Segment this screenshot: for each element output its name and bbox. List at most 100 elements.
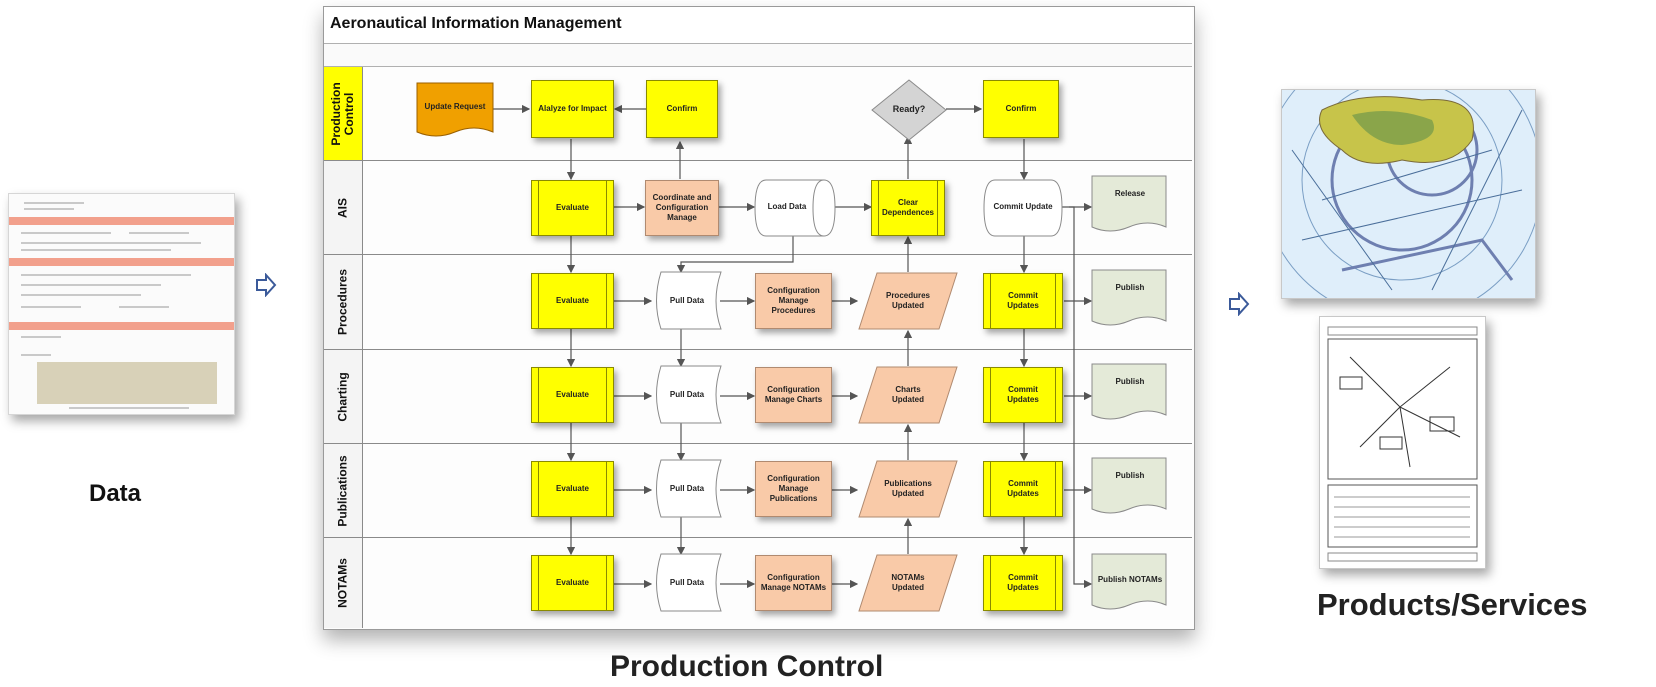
lane-notams: NOTAMs: [324, 538, 1192, 628]
swimlane-diagram: Aeronautical Information Management Prod…: [323, 6, 1195, 630]
update-request-label: Update Request: [424, 102, 486, 111]
node-label: Publications: [769, 494, 818, 503]
diagram-title-bar: Aeronautical Information Management: [324, 7, 1192, 44]
commit-update-storage: [983, 179, 1063, 237]
publish-label: Publish: [1115, 471, 1145, 480]
clear-dependences-node: Clear Dependences: [871, 180, 945, 236]
evaluate-label: Evaluate: [556, 296, 589, 305]
pull-data-label: Pull Data: [669, 296, 705, 305]
publish-document: [1091, 269, 1167, 326]
confirm-node: Confirm: [646, 80, 718, 138]
right-arrow-icon: [1229, 292, 1250, 316]
node-label: Procedures: [885, 291, 931, 300]
publish-notams-label: Publish NOTAMs: [1097, 575, 1163, 584]
analyze-for-impact-node: Alalyze for Impact: [531, 80, 614, 138]
node-label: Updated: [892, 583, 924, 592]
data-form-thumbnail: [8, 193, 235, 415]
node-label: Updates: [1007, 489, 1039, 498]
commit-updates-node: Commit Updates: [983, 555, 1063, 611]
updated-data-shape: [858, 366, 958, 424]
updated-data-shape: [858, 554, 958, 612]
evaluate-label: Evaluate: [556, 578, 589, 587]
publish-document: [1091, 457, 1167, 514]
node-label: Charts: [895, 385, 921, 394]
pull-data-label: Pull Data: [669, 578, 705, 587]
load-data-storage: [754, 179, 836, 237]
analyze-for-impact-label: Alalyze for Impact: [538, 104, 607, 113]
node-label: Manage NOTAMs: [760, 583, 827, 592]
diagram-subheader: [324, 44, 1192, 67]
node-label: Commit: [1008, 291, 1038, 300]
node-label: Updates: [1007, 395, 1039, 404]
aeronautical-map-image: [1281, 89, 1536, 299]
configuration-manage-node: Configuration Manage Procedures: [755, 273, 832, 329]
node-label: Configuration: [767, 385, 820, 394]
publish-notams-document: [1091, 553, 1167, 610]
evaluate-label: Evaluate: [556, 484, 589, 493]
evaluate-node: Evaluate: [531, 273, 614, 329]
configuration-manage-node: Configuration Manage Publications: [755, 461, 832, 517]
publish-document: [1091, 363, 1167, 420]
pull-data-storage: [656, 365, 722, 424]
production-control-label: Production Control: [610, 650, 884, 683]
lane-header: Production Control: [324, 67, 363, 160]
node-label: Updates: [1007, 301, 1039, 310]
configuration-manage-node: Configuration Manage NOTAMs: [755, 555, 832, 611]
evaluate-node: Evaluate: [531, 180, 614, 236]
node-label: Configuration: [767, 573, 820, 582]
node-label: Manage Charts: [764, 395, 823, 404]
node-label: Dependences: [881, 208, 935, 217]
confirm-node: Confirm: [983, 80, 1059, 138]
confirm-label: Confirm: [666, 104, 698, 113]
node-label: Manage Procedures: [771, 296, 816, 315]
confirm-label: Confirm: [1005, 104, 1037, 113]
right-arrow-icon: [256, 273, 277, 297]
node-label: Configuration: [655, 203, 709, 212]
lane-publications: Publications: [324, 444, 1192, 538]
publish-label: Publish: [1115, 377, 1145, 386]
node-label: Updated: [892, 301, 924, 310]
node-label: Commit: [1008, 385, 1038, 394]
commit-updates-node: Commit Updates: [983, 367, 1063, 423]
commit-updates-node: Commit Updates: [983, 461, 1063, 517]
ready-label: Ready?: [892, 104, 926, 114]
update-request-document: [416, 82, 494, 137]
evaluate-label: Evaluate: [556, 203, 589, 212]
configuration-manage-node: Configuration Manage Charts: [755, 367, 832, 423]
lane-header: AIS: [324, 161, 363, 254]
node-label: Updated: [892, 395, 924, 404]
node-label: Manage: [667, 213, 697, 222]
lane-header: NOTAMs: [324, 538, 363, 628]
node-label: Commit: [1008, 479, 1038, 488]
node-label: Updated: [892, 489, 924, 498]
approach-chart-image: [1319, 316, 1486, 569]
evaluate-node: Evaluate: [531, 555, 614, 611]
updated-data-shape: [858, 460, 958, 518]
release-document: [1091, 175, 1167, 232]
node-label: Configuration: [767, 474, 820, 483]
node-label: Clear: [897, 198, 918, 207]
commit-update-label: Commit Update: [993, 202, 1053, 211]
pull-data-storage: [656, 271, 722, 330]
lane-header: Publications: [324, 444, 363, 537]
node-label: Updates: [1007, 583, 1039, 592]
node-label: Publications: [884, 479, 932, 488]
diagram-title: Aeronautical Information Management: [330, 15, 622, 32]
lane-procedures: Procedures: [324, 255, 1192, 350]
evaluate-node: Evaluate: [531, 461, 614, 517]
pull-data-label: Pull Data: [669, 484, 705, 493]
node-label: Commit: [1008, 573, 1038, 582]
evaluate-node: Evaluate: [531, 367, 614, 423]
node-label: Manage: [778, 484, 809, 493]
products-services-label: Products/Services: [1317, 587, 1588, 622]
publish-label: Publish: [1115, 283, 1145, 292]
lane-header: Procedures: [324, 255, 363, 349]
commit-updates-node: Commit Updates: [983, 273, 1063, 329]
lane-production-control: Production Control: [324, 67, 1192, 161]
data-label: Data: [88, 480, 142, 507]
lane-header: Charting: [324, 350, 363, 443]
node-label: Configuration: [767, 286, 820, 295]
node-label: Coordinate and: [652, 193, 712, 202]
lane-ais: AIS: [324, 161, 1192, 255]
pull-data-storage: [656, 553, 722, 612]
